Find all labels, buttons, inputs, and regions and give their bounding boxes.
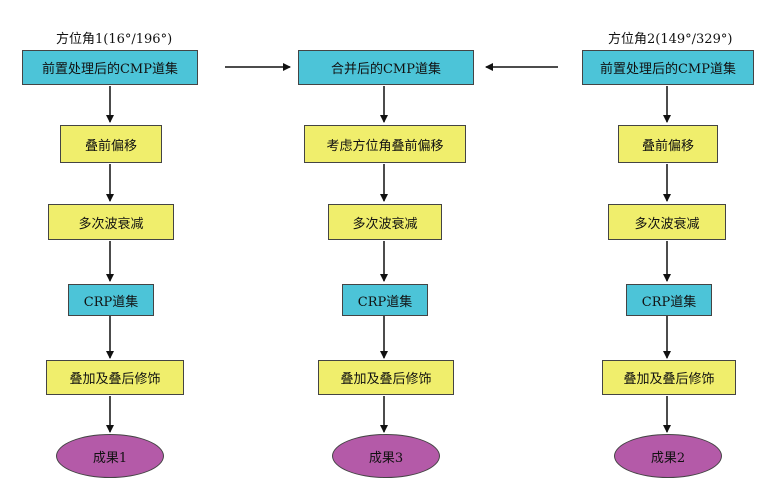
right-cmp-gather-box: 前置处理后的CMP道集 <box>582 50 754 85</box>
left-multiple-box: 多次波衰减 <box>48 204 174 240</box>
left-migration-box: 叠前偏移 <box>60 125 162 163</box>
right-multiple-box: 多次波衰减 <box>608 204 726 240</box>
center-cmp-gather-box: 合并后的CMP道集 <box>298 50 474 85</box>
right-migration-box: 叠前偏移 <box>618 125 718 163</box>
right-header: 方位角2(149°/329°) <box>608 32 733 47</box>
center-stack-box: 叠加及叠后修饰 <box>318 360 454 395</box>
left-header: 方位角1(16°/196°) <box>56 32 173 47</box>
center-multiple-box: 多次波衰减 <box>328 204 442 240</box>
right-stack-box: 叠加及叠后修饰 <box>602 360 736 395</box>
right-result-oval: 成果2 <box>614 434 722 478</box>
left-cmp-gather-box: 前置处理后的CMP道集 <box>22 50 198 85</box>
left-stack-box: 叠加及叠后修饰 <box>46 360 184 395</box>
left-result-oval: 成果1 <box>56 434 164 478</box>
center-migration-box: 考虑方位角叠前偏移 <box>304 125 466 163</box>
center-result-oval: 成果3 <box>332 434 440 478</box>
right-crp-gather-box: CRP道集 <box>626 284 712 316</box>
center-crp-gather-box: CRP道集 <box>342 284 428 316</box>
left-crp-gather-box: CRP道集 <box>68 284 154 316</box>
